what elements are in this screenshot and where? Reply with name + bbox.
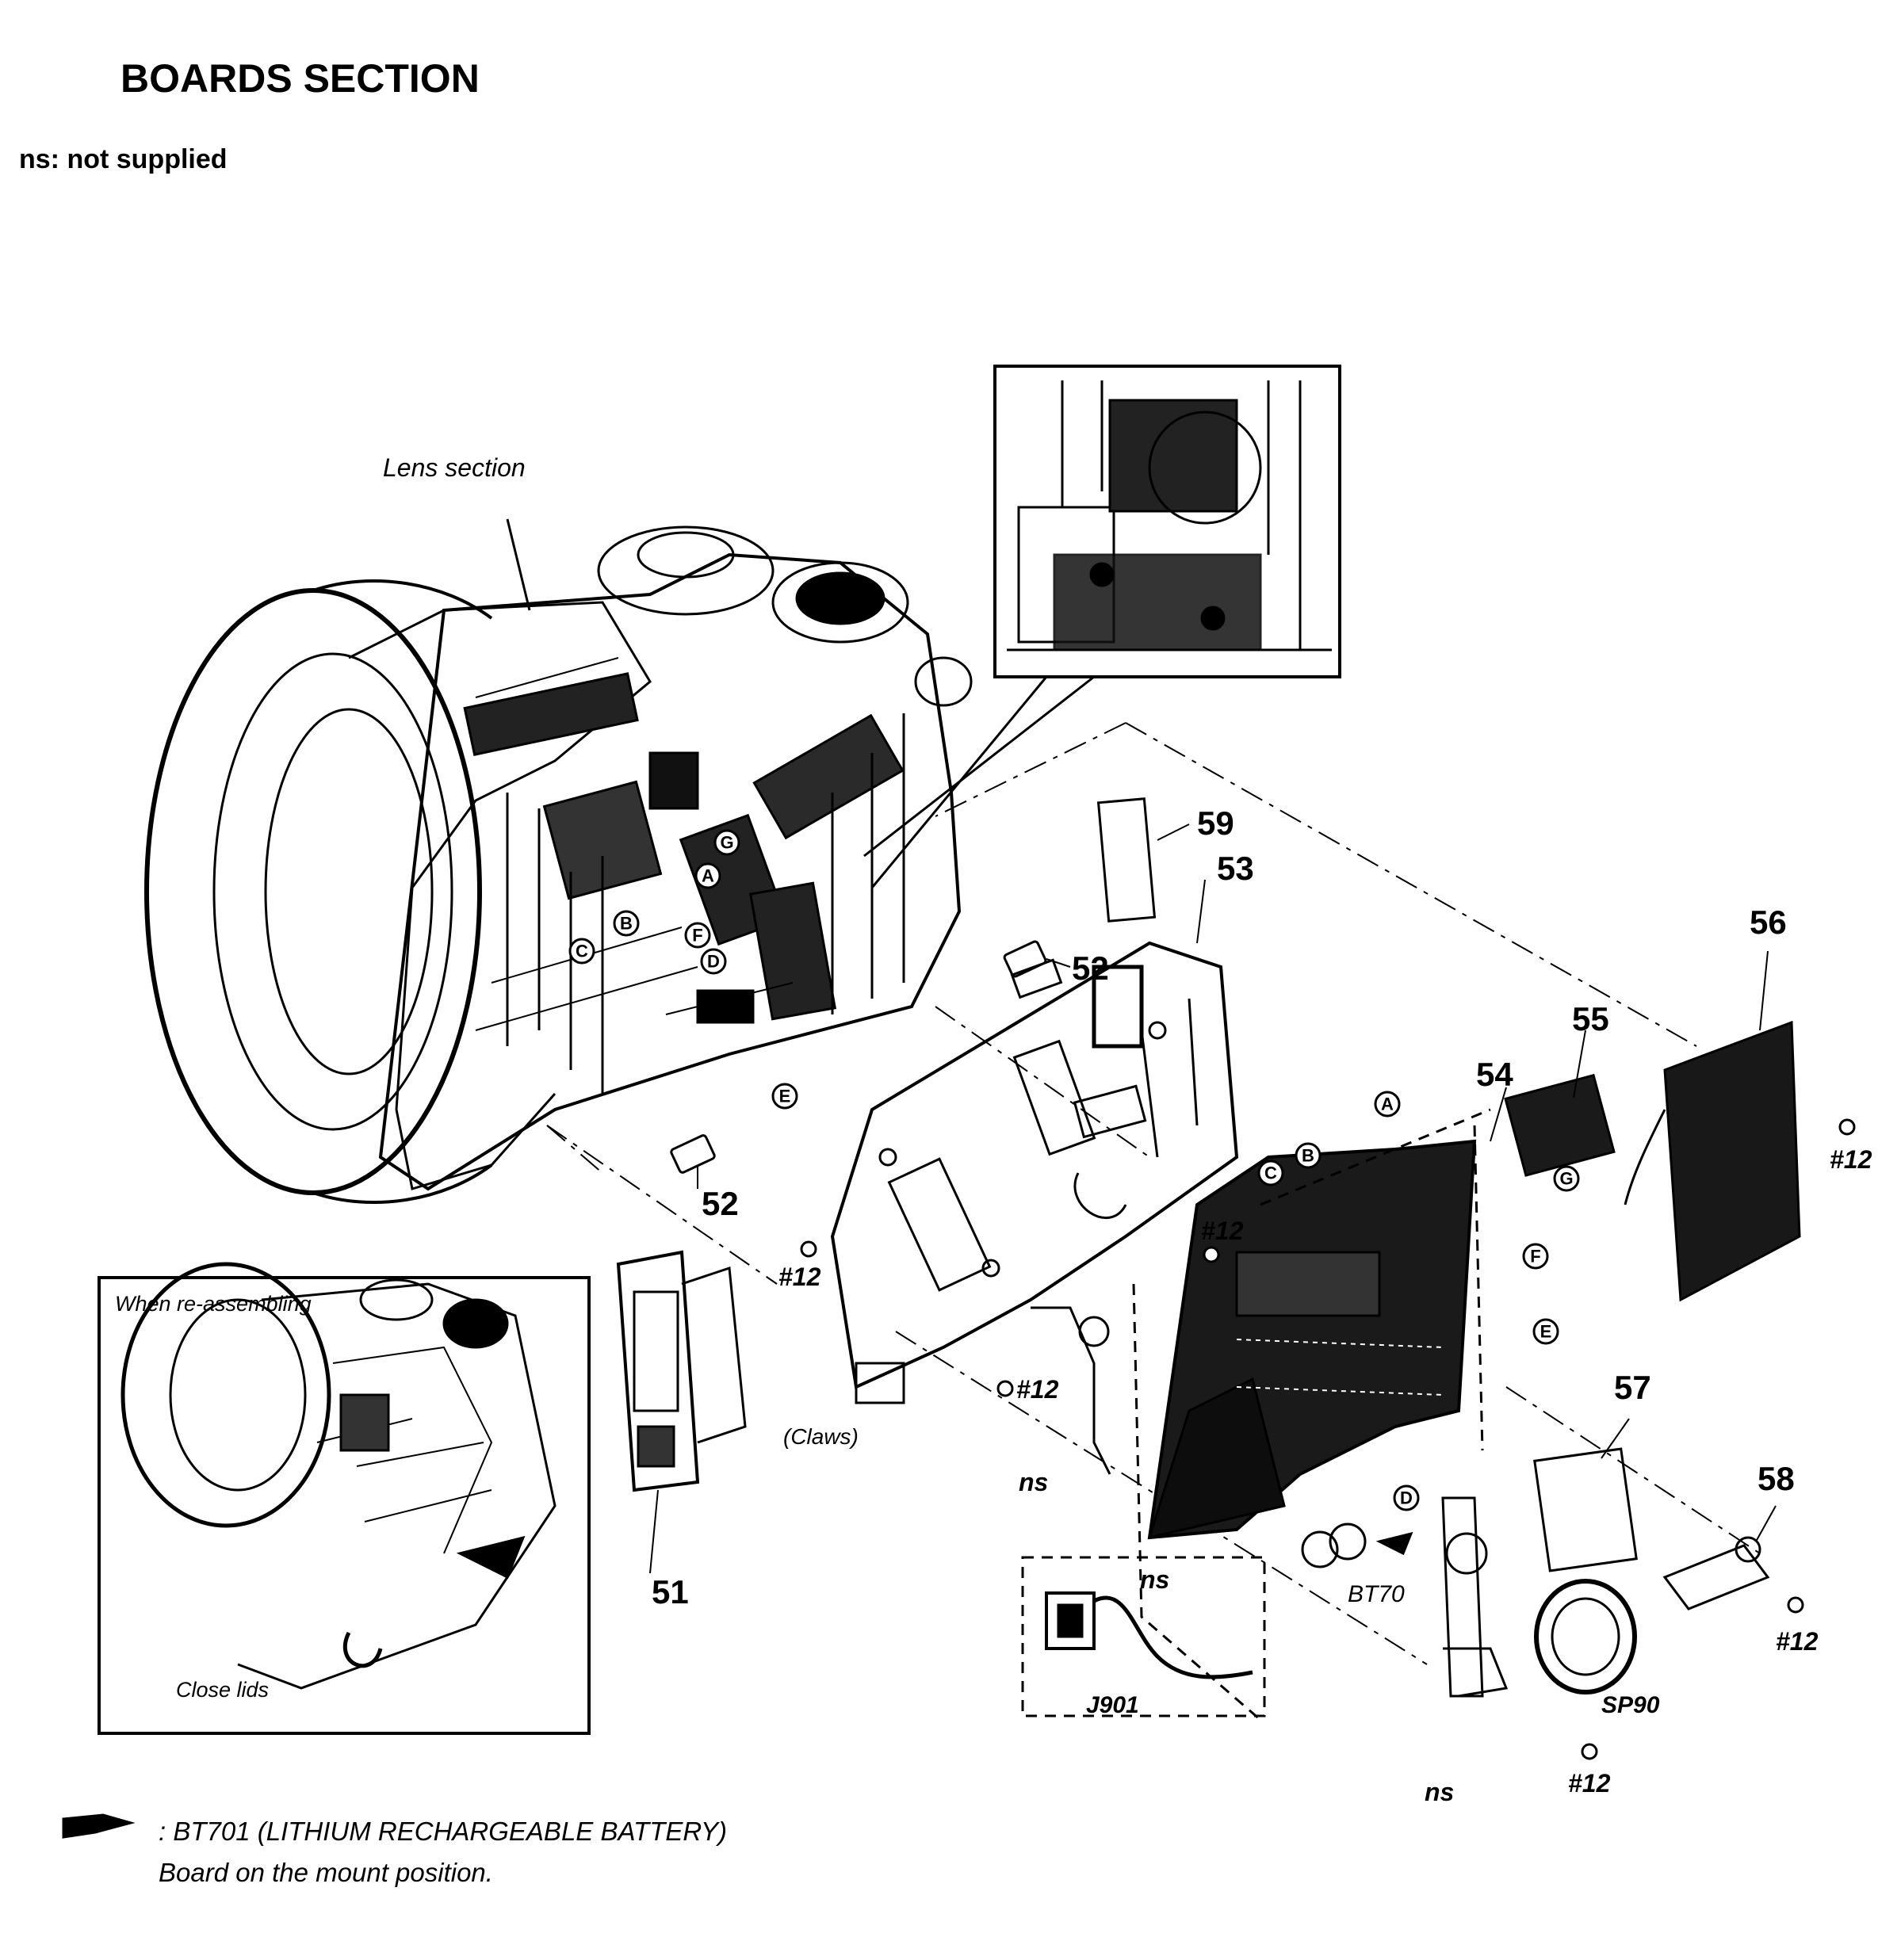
screw-icon [1581, 1743, 1598, 1760]
connector-g-board: G [1559, 1169, 1573, 1189]
board-part-55 [1504, 1073, 1616, 1177]
screw-label: #12 [1830, 1145, 1872, 1174]
label-close-lids: Close lids [176, 1678, 270, 1702]
top-detail-inset [863, 365, 1341, 888]
screw-label: #12 [1776, 1627, 1819, 1656]
connector-b-board: B [1302, 1146, 1314, 1166]
tape-part-59 [1096, 797, 1157, 923]
callout-52-upper: 52 [1072, 949, 1109, 987]
connector-j901-group [1021, 1556, 1266, 1717]
ns-label: ns [1140, 1565, 1170, 1594]
connector-f-board: F [1530, 1247, 1540, 1267]
screw-icon [996, 1380, 1014, 1397]
page-title: BOARDS SECTION [120, 56, 480, 101]
label-claws: (Claws) [783, 1424, 859, 1449]
connector-g-body: G [720, 833, 733, 853]
callout-54: 54 [1476, 1056, 1513, 1093]
callout-55: 55 [1572, 1000, 1609, 1037]
speaker-sp90 [1534, 1579, 1637, 1694]
connector-d-body: D [707, 952, 720, 972]
pointing-hand-icon [62, 1813, 136, 1839]
connector-a-board: A [1381, 1095, 1394, 1114]
connector-c-body: C [576, 942, 588, 961]
screw-icon [1203, 1246, 1220, 1263]
label-bt70: BT70 [1348, 1581, 1405, 1607]
footnote-line-2: Board on the mount position. [159, 1858, 493, 1887]
callout-52-lower: 52 [702, 1185, 739, 1222]
board-part-56 [1624, 1020, 1801, 1302]
footnote-line-1: : BT701 (LITHIUM RECHARGEABLE BATTERY) [159, 1817, 727, 1846]
label-sp90: SP90 [1601, 1692, 1660, 1718]
screw-label: #12 [778, 1263, 821, 1291]
footnote: : BT701 (LITHIUM RECHARGEABLE BATTERY) B… [159, 1811, 727, 1893]
screw-icon [1787, 1596, 1804, 1614]
pad-part-52-lower [670, 1134, 716, 1174]
label-j901: J901 [1086, 1692, 1139, 1718]
screw-icon [1838, 1118, 1856, 1136]
connector-a-body: A [702, 866, 714, 886]
reassembly-inset [98, 1262, 591, 1735]
main-board-54 [1132, 1108, 1491, 1721]
label-lens-section: Lens section [383, 453, 526, 482]
screw-label: #12 [1201, 1217, 1244, 1245]
legend-ns: ns: not supplied [19, 144, 228, 174]
callout-59: 59 [1197, 804, 1234, 842]
speaker-bracket [1301, 1496, 1509, 1698]
camera-body-drawing [144, 518, 973, 1205]
callout-58: 58 [1758, 1460, 1795, 1497]
sheet-part-57 [1533, 1447, 1638, 1572]
screw-label: #12 [1016, 1375, 1059, 1404]
callout-53: 53 [1217, 850, 1254, 887]
callout-56: 56 [1750, 904, 1787, 941]
connector-e-body: E [779, 1087, 791, 1106]
screw-icon [800, 1240, 817, 1258]
frame-part-53 [830, 941, 1239, 1475]
battery-cover-part-51 [616, 1250, 747, 1492]
ns-label: ns [1019, 1468, 1049, 1496]
connector-e-board: E [1540, 1322, 1552, 1342]
callout-51: 51 [652, 1573, 689, 1610]
screw-label: #12 [1568, 1769, 1611, 1798]
label-when-reassembling: When re-assembling [115, 1292, 312, 1316]
screw-icons [800, 1118, 1856, 1760]
connector-f-body: F [692, 926, 702, 946]
bracket-part-58 [1662, 1536, 1770, 1610]
pad-part-52-upper [1003, 940, 1047, 978]
connector-b-body: B [620, 914, 633, 934]
connector-d-board: D [1400, 1488, 1413, 1508]
callout-57: 57 [1614, 1369, 1651, 1406]
ns-label: ns [1425, 1778, 1455, 1806]
connector-c-board: C [1264, 1163, 1277, 1183]
